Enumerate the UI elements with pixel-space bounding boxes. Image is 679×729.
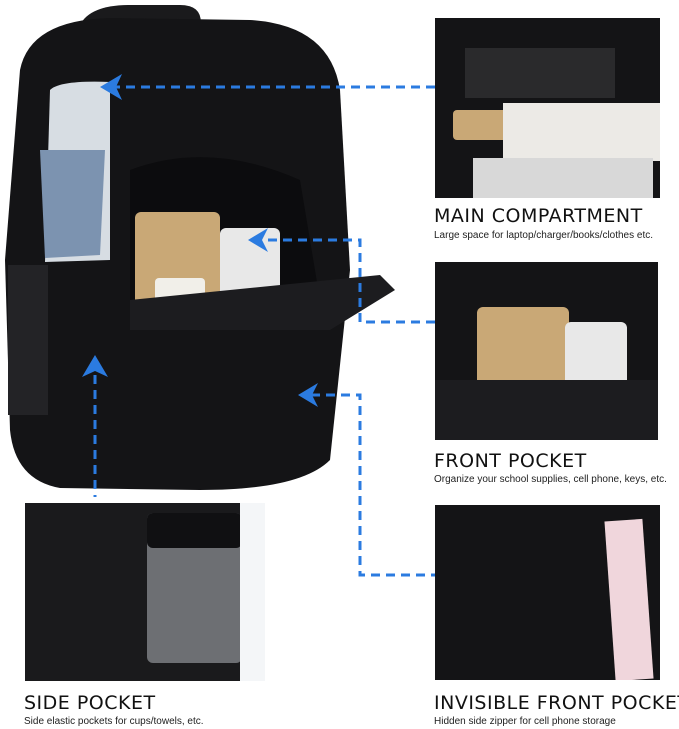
main-compartment-photo <box>435 18 660 198</box>
invisible-front-pocket-photo <box>435 505 660 680</box>
feature-title-invisible-front-pocket: INVISIBLE FRONT POCKET <box>434 692 679 714</box>
feature-title-side-pocket: SIDE POCKET <box>24 692 156 714</box>
feature-desc-side-pocket: Side elastic pockets for cups/towels, et… <box>24 716 204 727</box>
side-pocket-photo <box>25 503 265 681</box>
feature-desc-main-compartment: Large space for laptop/charger/books/clo… <box>434 230 654 241</box>
feature-desc-front-pocket: Organize your school supplies, cell phon… <box>434 474 667 485</box>
feature-title-main-compartment: MAIN COMPARTMENT <box>434 205 643 227</box>
backpack-illustration <box>5 5 395 490</box>
feature-desc-invisible-front-pocket: Hidden side zipper for cell phone storag… <box>434 716 616 727</box>
backpack-main-photo <box>0 0 430 495</box>
feature-title-front-pocket: FRONT POCKET <box>434 450 587 472</box>
front-pocket-photo <box>435 262 658 440</box>
